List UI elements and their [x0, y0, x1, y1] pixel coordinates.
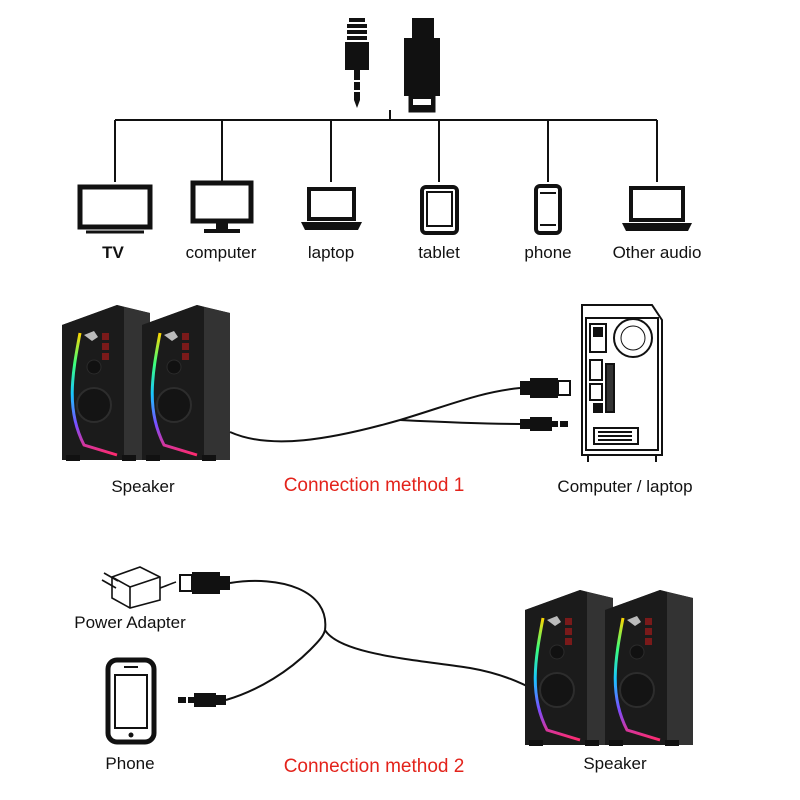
tv-icon — [77, 184, 153, 234]
device-label-phone: phone — [524, 243, 572, 262]
usb-plug-icon — [179, 572, 230, 594]
cable-method2 — [225, 579, 546, 701]
tablet-icon — [420, 185, 459, 235]
device-label-tv: TV — [102, 243, 124, 262]
phone-label: Phone — [105, 754, 155, 773]
pc-tower-icon — [581, 304, 663, 462]
speaker-label-method2: Speaker — [583, 754, 647, 773]
usb-plug-icon — [520, 378, 571, 398]
device-label-tablet: tablet — [418, 243, 460, 262]
power-adapter-icon — [101, 566, 177, 609]
power-adapter-label: Power Adapter — [74, 613, 186, 632]
connection-tree — [114, 110, 658, 182]
device-label-computer: computer — [185, 243, 257, 262]
usb-plug-icon — [404, 18, 440, 113]
audio-jack-icon — [178, 693, 226, 707]
computer-laptop-label: Computer / laptop — [557, 477, 693, 496]
device-label-laptop: laptop — [307, 243, 355, 262]
computer-monitor-icon — [190, 180, 254, 233]
speaker-label-method1: Speaker — [111, 477, 175, 496]
speaker-pair-method2 — [523, 588, 695, 748]
method2-title: Connection method 2 — [283, 756, 465, 777]
speaker-pair-method1 — [60, 303, 232, 463]
phone-icon — [534, 184, 562, 235]
audio-jack-icon — [520, 417, 568, 431]
smartphone-icon — [105, 657, 157, 745]
other-audio-laptop-icon — [622, 186, 692, 231]
method1-title: Connection method 1 — [283, 475, 465, 496]
laptop-icon — [301, 187, 362, 230]
cable-method1 — [229, 387, 521, 443]
device-label-other-audio: Other audio — [612, 243, 702, 262]
audio-jack-icon — [345, 18, 369, 108]
